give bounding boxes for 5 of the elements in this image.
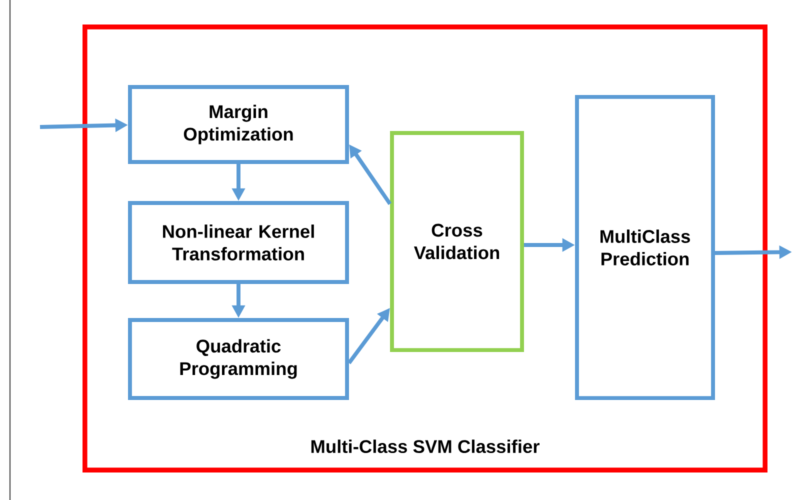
process-box: Margin Optimization	[128, 85, 349, 164]
process-box: Cross Validation	[390, 131, 524, 352]
process-box: MultiClass Prediction	[575, 95, 715, 400]
process-box: Non-linear Kernel Transformation	[128, 201, 349, 284]
process-box: Quadratic Programming	[128, 318, 349, 400]
